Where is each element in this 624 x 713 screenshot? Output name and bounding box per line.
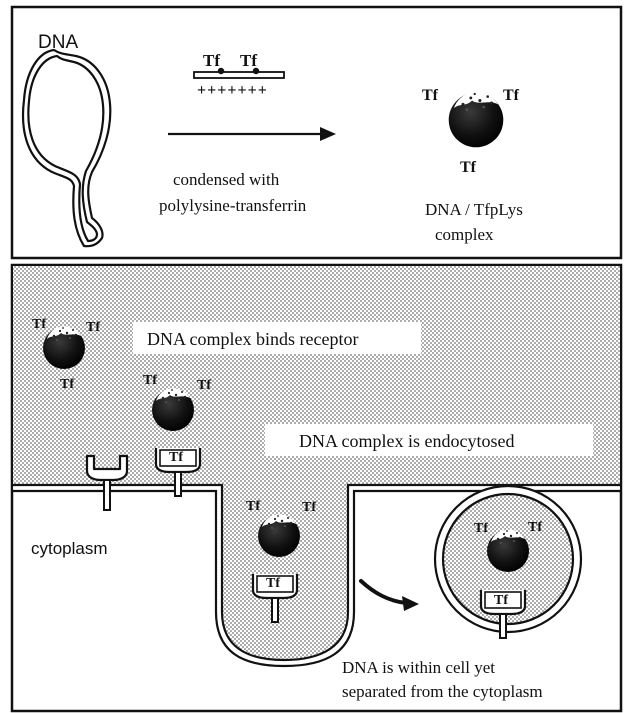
tf-label: Tf [474,521,488,536]
tf-label: Tf [246,499,260,514]
endocytosed-label: DNA complex is endocytosed [299,431,514,451]
complex-label: DNA / TfpLys [425,200,523,219]
tf-label: Tf [240,51,257,70]
tf-label: Tf [302,500,316,515]
within-cell-label: separated from the cytoplasm [342,682,543,701]
tf-label: Tf [266,576,280,591]
tf-label: Tf [460,159,477,176]
tf-label: Tf [528,520,542,535]
tf-label: Tf [86,320,100,335]
tf-label: Tf [203,51,220,70]
cytoplasm-label: cytoplasm [31,539,108,558]
tf-label: Tf [169,450,183,465]
tf-label: Tf [143,373,157,388]
tf-label: Tf [422,87,439,104]
arrow-caption: polylysine-transferrin [159,196,307,215]
tf-label: Tf [197,378,211,393]
top-panel [12,7,621,258]
tf-label: Tf [32,317,46,332]
tf-label: Tf [503,87,520,104]
dna-label: DNA [38,32,78,53]
arrow-caption: condensed with [173,170,280,189]
polylysine-charges: +++++++ [197,82,268,99]
tf-label: Tf [494,593,508,608]
binds-receptor-label: DNA complex binds receptor [147,329,358,349]
within-cell-label: DNA is within cell yet [342,658,495,677]
tf-label: Tf [60,377,74,392]
complex-label: complex [435,225,494,244]
